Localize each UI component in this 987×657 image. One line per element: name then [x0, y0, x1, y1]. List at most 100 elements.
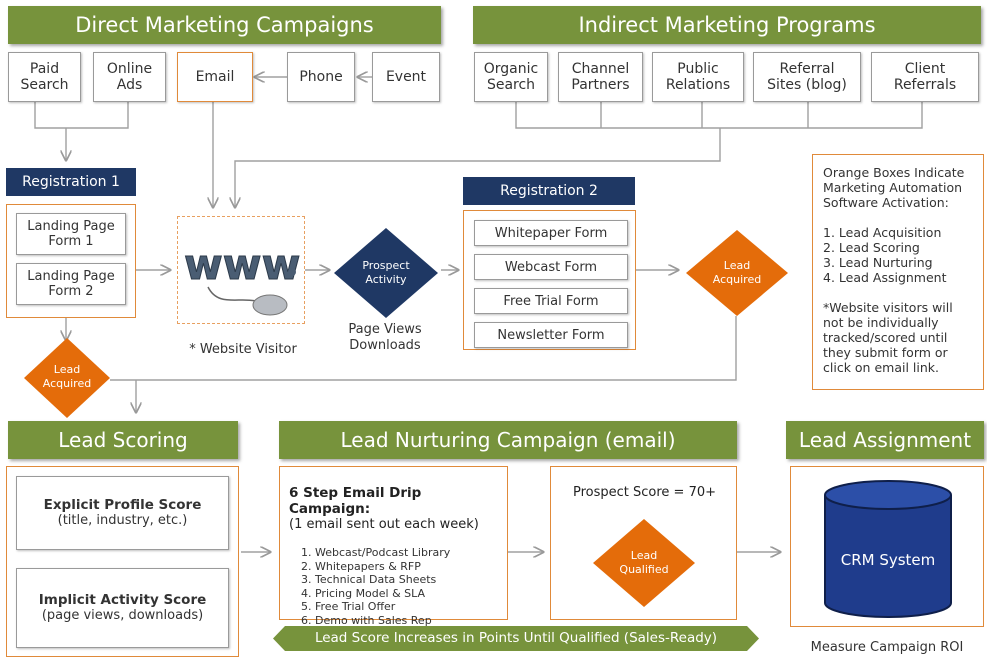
www-mouse-icon: www	[184, 240, 301, 316]
prospect-activity-label: Prospect Activity	[362, 259, 410, 286]
lead-acquired-diamond-right: Lead Acquired	[684, 228, 790, 318]
lead-acquired-diamond-right-shape	[686, 230, 788, 316]
lead-nurturing-header: Lead Nurturing Campaign (email)	[279, 421, 737, 459]
referral-sites-label: Referral Sites (blog)	[767, 61, 847, 93]
public-relations-box: Public Relations	[652, 52, 744, 102]
lead-assignment-title: Lead Assignment	[798, 428, 972, 452]
svg-text:www: www	[184, 240, 300, 289]
registration-2-label: Registration 2	[463, 177, 635, 205]
note-footnote-3: tracked/scored until	[823, 330, 948, 345]
note-footnote-1: *Website visitors will	[823, 300, 953, 315]
email-box: Email	[177, 52, 253, 102]
prospect-score-label: Prospect Score = 70+	[572, 485, 717, 500]
whitepaper-form: Whitepaper Form	[474, 220, 628, 246]
crm-database-icon	[824, 480, 952, 618]
landing-page-form-2: Landing Page Form 2	[16, 263, 126, 305]
implicit-activity-score-box: Implicit Activity Score (page views, dow…	[16, 568, 229, 648]
lead-score-banner: Lead Score Increases in Points Until Qua…	[273, 626, 759, 651]
implicit-activity-score-sub: (page views, downloads)	[41, 608, 204, 623]
drip-campaign-title: 6 Step Email Drip Campaign:	[289, 485, 422, 517]
orange-boxes-note: Orange Boxes Indicate Marketing Automati…	[812, 154, 984, 390]
lead-qualified-diamond: Lead Qualified	[591, 517, 697, 609]
drip-step: 5. Free Trial Offer	[301, 600, 396, 613]
client-referrals-box: Client Referrals	[871, 52, 979, 102]
phone-label: Phone	[299, 69, 343, 85]
channel-partners-box: Channel Partners	[558, 52, 643, 102]
implicit-activity-score-title: Implicit Activity Score	[38, 592, 207, 608]
explicit-profile-score-box: Explicit Profile Score (title, industry,…	[16, 476, 229, 550]
online-ads-label: Online Ads	[106, 61, 153, 93]
drip-step: 4. Pricing Model & SLA	[301, 586, 426, 600]
note-footnote-4: they submit form or	[823, 345, 948, 360]
note-footnote-2: not be individually	[823, 315, 939, 330]
drip-step: 6. Demo with Sales Rep	[301, 613, 432, 627]
drip-step: 2. Whitepapers & RFP	[301, 559, 421, 573]
newsletter-form: Newsletter Form	[474, 322, 628, 348]
phone-box: Phone	[287, 52, 355, 102]
event-label: Event	[385, 69, 427, 85]
website-visitor-box: www	[177, 216, 305, 324]
email-label: Email	[195, 69, 235, 85]
prospect-activity-diamond: Prospect Activity	[332, 226, 440, 320]
registration-1-label: Registration 1	[6, 168, 136, 196]
email-drip-campaign-box: 6 Step Email Drip Campaign: (1 email sen…	[279, 466, 508, 627]
lead-score-banner-label: Lead Score Increases in Points Until Qua…	[314, 630, 718, 646]
prospect-score-box: Prospect Score = 70+ Lead Qualified	[550, 466, 737, 620]
drip-step: 3. Technical Data Sheets	[301, 573, 437, 586]
webcast-form-label: Webcast Form	[504, 259, 598, 275]
note-item-lead-acquisition: 1. Lead Acquisition	[823, 225, 942, 240]
channel-partners-label: Channel Partners	[571, 61, 630, 93]
organic-search-label: Organic Search	[483, 61, 539, 93]
drip-campaign-subtitle: (1 email sent out each week)	[289, 517, 479, 532]
note-line-2: Marketing Automation	[823, 180, 963, 195]
explicit-profile-score-sub: (title, industry, etc.)	[57, 513, 188, 528]
explicit-profile-score-title: Explicit Profile Score	[43, 497, 202, 513]
direct-marketing-header: Direct Marketing Campaigns	[8, 6, 441, 44]
paid-search-label: Paid Search	[20, 61, 69, 93]
indirect-marketing-header: Indirect Marketing Programs	[473, 6, 981, 44]
note-line-1: Orange Boxes Indicate	[823, 165, 965, 180]
page-views-caption: Page Views	[348, 322, 422, 337]
note-footnote-5: click on email link.	[823, 360, 939, 375]
prospect-activity-diamond-shape	[334, 228, 438, 318]
indirect-marketing-title: Indirect Marketing Programs	[578, 13, 876, 37]
referral-sites-box: Referral Sites (blog)	[753, 52, 861, 102]
lead-acquired-diamond-left: Lead Acquired	[22, 336, 112, 420]
drip-steps-list: 1. Webcast/Podcast Library 2. Whitepaper…	[289, 533, 507, 627]
landing-page-form-1: Landing Page Form 1	[16, 213, 126, 255]
whitepaper-form-label: Whitepaper Form	[494, 225, 608, 241]
webcast-form: Webcast Form	[474, 254, 628, 280]
lead-scoring-header: Lead Scoring	[8, 421, 238, 459]
lead-qualified-label: Lead Qualified	[619, 549, 669, 576]
banner-arrow-shape	[273, 626, 759, 651]
registration-1-title: Registration 1	[22, 174, 120, 190]
downloads-caption: Downloads	[349, 338, 421, 353]
free-trial-form-label: Free Trial Form	[503, 293, 599, 309]
lead-assignment-header: Lead Assignment	[786, 421, 984, 459]
public-relations-label: Public Relations	[665, 61, 731, 93]
online-ads-box: Online Ads	[93, 52, 166, 102]
event-box: Event	[372, 52, 440, 102]
lead-acquired-right-label: Lead Acquired	[712, 259, 762, 286]
landing-page-form-2-label: Landing Page Form 2	[27, 269, 115, 299]
organic-search-box: Organic Search	[474, 52, 548, 102]
newsletter-form-label: Newsletter Form	[497, 327, 605, 343]
prospect-caption: Page Views Downloads	[335, 322, 435, 354]
crm-group: CRM System	[790, 466, 984, 627]
landing-page-form-1-label: Landing Page Form 1	[27, 219, 115, 249]
registration-2-title: Registration 2	[500, 183, 598, 199]
client-referrals-label: Client Referrals	[893, 61, 957, 93]
note-item-lead-assignment: 4. Lead Assignment	[823, 270, 947, 285]
website-visitor-caption: * Website Visitor	[189, 342, 297, 357]
lead-acquired-left-label: Lead Acquired	[42, 363, 92, 390]
lead-scoring-title: Lead Scoring	[58, 428, 188, 452]
free-trial-form: Free Trial Form	[474, 288, 628, 314]
paid-search-box: Paid Search	[8, 52, 81, 102]
note-item-lead-nurturing: 3. Lead Nurturing	[823, 255, 933, 270]
note-line-3: Software Activation:	[823, 195, 949, 210]
note-item-lead-scoring: 2. Lead Scoring	[823, 240, 920, 255]
lead-acquired-diamond-left-shape	[24, 338, 110, 418]
measure-campaign-roi: Measure Campaign ROI	[810, 640, 964, 655]
lead-qualified-diamond-shape	[593, 519, 695, 607]
